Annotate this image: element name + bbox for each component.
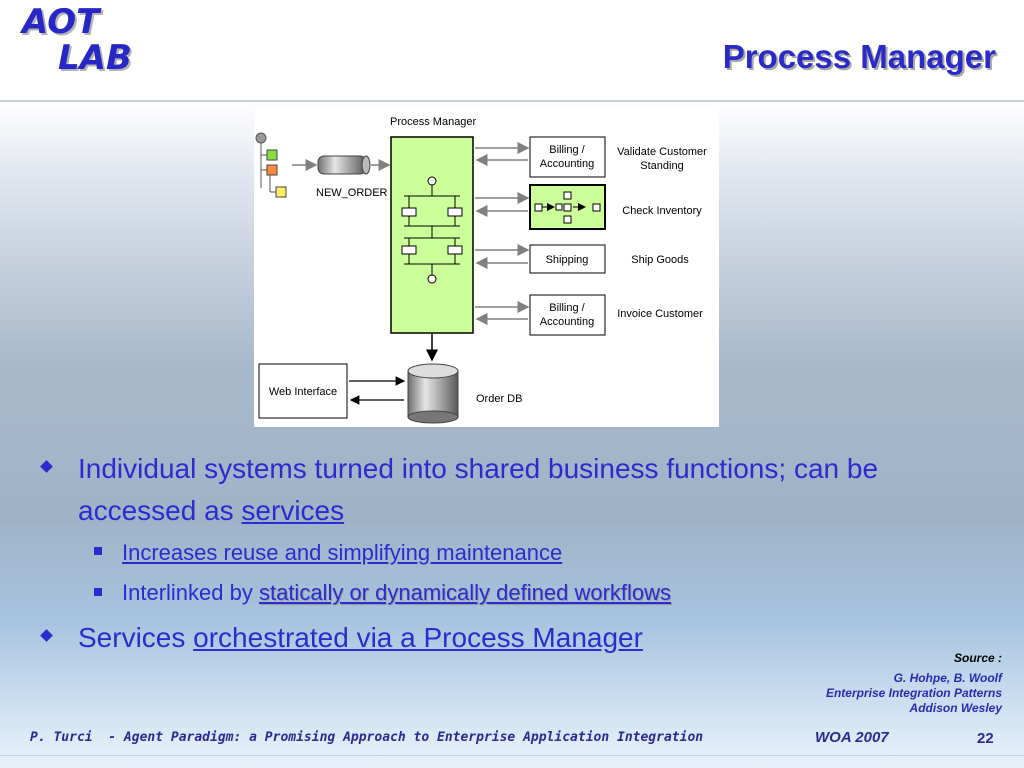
- bullet-2-text: Services: [78, 622, 194, 653]
- service-box-shipping: [529, 244, 606, 274]
- diagram-canvas: Process Manager NEW_ORDER: [255, 116, 707, 424]
- service-box-billing-1-label: Billing /Accounting: [540, 144, 594, 170]
- new-order-channel-icon: [292, 155, 391, 175]
- logo-line-1: AOT: [22, 2, 100, 42]
- square-bullet-icon: [94, 588, 102, 596]
- footer-citation: P. Turci - Agent Paradigm: a Promising A…: [30, 730, 704, 745]
- web-interface-label: Web Interface: [269, 386, 337, 398]
- channel-label: NEW_ORDER: [316, 187, 388, 199]
- source-book: Enterprise Integration Patterns: [825, 686, 1002, 700]
- bullet-list: Individual systems turned into shared bu…: [40, 448, 980, 659]
- source-publisher: Addison Wesley: [909, 701, 1002, 715]
- slide-title: Process Manager: [722, 38, 996, 75]
- aot-lab-logo: AOT LAB: [22, 4, 132, 76]
- slide-header: [0, 0, 1024, 100]
- footer-divider: [0, 755, 1024, 756]
- process-flow-icon: [401, 176, 463, 284]
- service-box-billing-1: [529, 136, 606, 178]
- orchestrated-link[interactable]: orchestrated via a Process Manager: [193, 622, 643, 653]
- service-arrows: [475, 142, 530, 325]
- bullet-1: Individual systems turned into shared bu…: [40, 448, 980, 532]
- service-desc-inventory: Check Inventory: [622, 205, 702, 217]
- logo-line-2: LAB: [58, 38, 132, 78]
- inventory-pipeline-icon: [534, 191, 601, 224]
- source-citation: Source : G. Hohpe, B. Woolf Enterprise I…: [826, 651, 1002, 716]
- source-label: Source :: [953, 651, 1002, 665]
- sub-bullet-2-text: Interlinked by: [122, 580, 259, 605]
- message-sender-icon: [255, 132, 287, 198]
- service-desc-invoice: Invoice Customer: [617, 308, 703, 320]
- source-authors: G. Hohpe, B. Woolf: [893, 671, 1002, 685]
- diamond-bullet-icon: [40, 629, 53, 642]
- diamond-bullet-icon: [40, 460, 53, 473]
- service-box-billing-2-label: Billing /Accounting: [540, 302, 594, 328]
- bullet-1-text: Individual systems turned into shared bu…: [78, 453, 879, 526]
- page-number: 22: [977, 730, 994, 747]
- service-desc-ship: Ship Goods: [631, 254, 689, 266]
- header-divider: [0, 100, 1024, 102]
- order-db-label: Order DB: [476, 393, 522, 405]
- footer-venue: WOA 2007: [815, 729, 889, 746]
- workflows-link[interactable]: statically or dynamically defined workfl…: [258, 580, 672, 605]
- diagram-heading: Process Manager: [390, 116, 477, 128]
- services-link[interactable]: services: [241, 495, 345, 526]
- web-interface-box: [258, 363, 348, 419]
- service-box-billing-2: [529, 294, 606, 336]
- reuse-link[interactable]: Increases reuse and simplifying maintena…: [122, 540, 563, 565]
- sub-bullet-2: Interlinked by statically or dynamically…: [40, 573, 980, 613]
- sub-bullet-1: Increases reuse and simplifying maintena…: [40, 532, 980, 573]
- service-box-shipping-label: Shipping: [546, 254, 589, 266]
- order-db-icon: [407, 363, 459, 424]
- process-manager-diagram: Process Manager NEW_ORDER: [254, 108, 719, 427]
- bullet-2: Services orchestrated via a Process Mana…: [40, 617, 980, 659]
- square-bullet-icon: [94, 547, 102, 555]
